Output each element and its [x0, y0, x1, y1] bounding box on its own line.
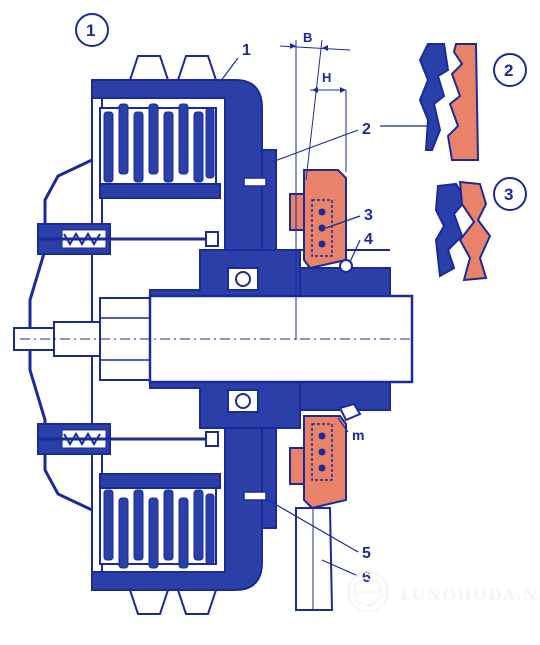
dim-b-label: B: [303, 30, 312, 45]
watermark-logo: [347, 571, 389, 613]
callout-m: m: [352, 427, 364, 443]
brake-shoe-lower: [289, 402, 362, 510]
watermark-text: LUNOHODA.NET: [400, 585, 540, 604]
detail-view-2: [418, 43, 480, 161]
view-2-marker: 2: [493, 53, 527, 87]
brake-shoe-upper: [289, 169, 353, 273]
view-3-label: 3: [504, 185, 513, 204]
callout-5: 5: [362, 545, 371, 562]
pressure-spring-lower: [37, 423, 219, 455]
clutch-housing-lower: [91, 419, 263, 615]
watermark: LUNOHODA.NET: [347, 571, 540, 613]
view-2-label: 2: [504, 61, 513, 80]
plate-rivets: [243, 177, 267, 501]
callout-4: 4: [364, 231, 373, 248]
bearing-lower: [227, 389, 259, 413]
callout-6: 6: [362, 569, 371, 586]
detail-view-3: [434, 180, 492, 282]
view-3-marker: 3: [493, 177, 527, 211]
dimension-b: B: [279, 30, 351, 340]
friction-disk-pack-upper: [99, 103, 221, 199]
callout-3: 3: [364, 207, 373, 224]
leader-lines: [219, 57, 428, 577]
input-shaft: [20, 249, 414, 411]
friction-disk-pack-lower: [99, 473, 221, 569]
view-1-label: 1: [86, 21, 95, 40]
dim-h-label: H: [322, 70, 331, 85]
callout-2: 2: [362, 121, 371, 138]
release-lever: [295, 507, 334, 611]
callout-1: 1: [242, 42, 251, 59]
bearing-upper: [227, 267, 259, 291]
dimension-h: H: [310, 70, 347, 172]
pressure-spring-upper: [37, 223, 219, 255]
clutch-housing-upper: [91, 55, 263, 251]
view-1-marker: 1: [75, 13, 109, 47]
